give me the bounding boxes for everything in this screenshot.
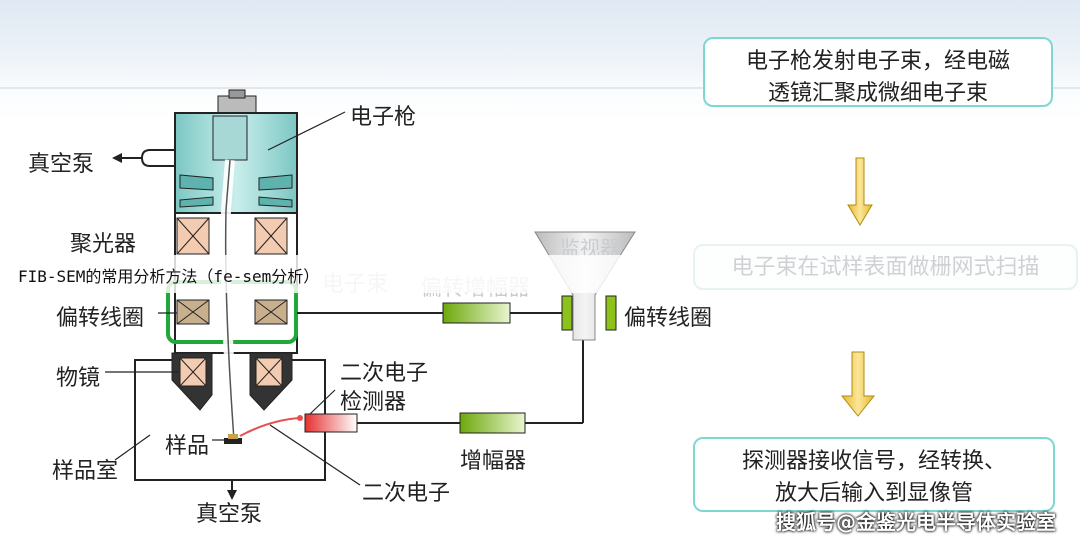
step3-line2: 放大后输入到显像管 [774,481,973,506]
vacuum-hose [140,149,175,167]
signal-amplifier [459,412,526,434]
caption-overlay: FIB-SEM的常用分析方法（fe-sem分析） [0,255,700,293]
detector [304,413,358,433]
label-deflection-coil-left: 偏转线圈 [56,306,145,331]
step-box-1: 电子枪发射电子束，经电磁 透镜汇聚成微细电子束 [703,37,1053,107]
label-detector-line2: 检测器 [340,390,407,415]
step-box-2: 电子束在试样表面做栅网式扫描 [693,244,1078,290]
sample-block [224,438,242,444]
label-electron-gun: 电子枪 [350,105,417,130]
vacuum-arrow-left [112,153,122,163]
step3-line1: 探测器接收信号，经转换、 [741,449,1006,474]
label-vacuum-pump-left: 真空泵 [28,152,95,177]
electron-beam-line [224,159,235,441]
label-vacuum-pump-bottom: 真空泵 [196,502,263,527]
gun-lens-left [179,174,214,191]
step-box-3: 探测器接收信号，经转换、 放大后输入到显像管 [693,437,1055,512]
pointer-gun [267,111,346,151]
vacuum-arrow-bottom [227,490,237,500]
label-deflection-coil-right: 偏转线圈 [624,306,713,331]
monitor-coil-right [605,295,617,331]
gun-filament-housing [212,115,248,161]
label-sample-chamber: 样品室 [52,459,119,484]
deflection-amplifier [442,302,511,324]
caption-text: FIB-SEM的常用分析方法（fe-sem分析） [18,267,320,286]
step2-text: 电子束在试样表面做栅网式扫描 [731,255,1040,280]
secondary-electron-path [239,417,301,437]
label-condenser: 聚光器 [70,232,137,257]
step-arrow-2 [840,351,876,417]
watermark: 搜狐号@金鉴光电半导体实验室 [776,510,1056,534]
step1-line2: 透镜汇聚成微细电子束 [767,81,988,106]
monitor-coil-left [561,295,573,331]
label-sample: 样品 [165,434,210,459]
gun-knob [217,95,257,115]
label-detector-line1: 二次电子 [340,361,429,386]
pointer-detector [309,389,336,415]
label-secondary-electron: 二次电子 [362,481,451,506]
step-arrow-1 [847,157,873,226]
gun-lens-right [258,174,293,191]
label-amplifier: 增幅器 [460,449,527,474]
pointer-secondary [269,424,361,486]
label-objective: 物镜 [56,366,101,391]
step1-line1: 电子枪发射电子束，经电磁 [745,49,1010,74]
sample-chamber-wall [134,359,326,481]
pointer-chamber [114,434,151,461]
